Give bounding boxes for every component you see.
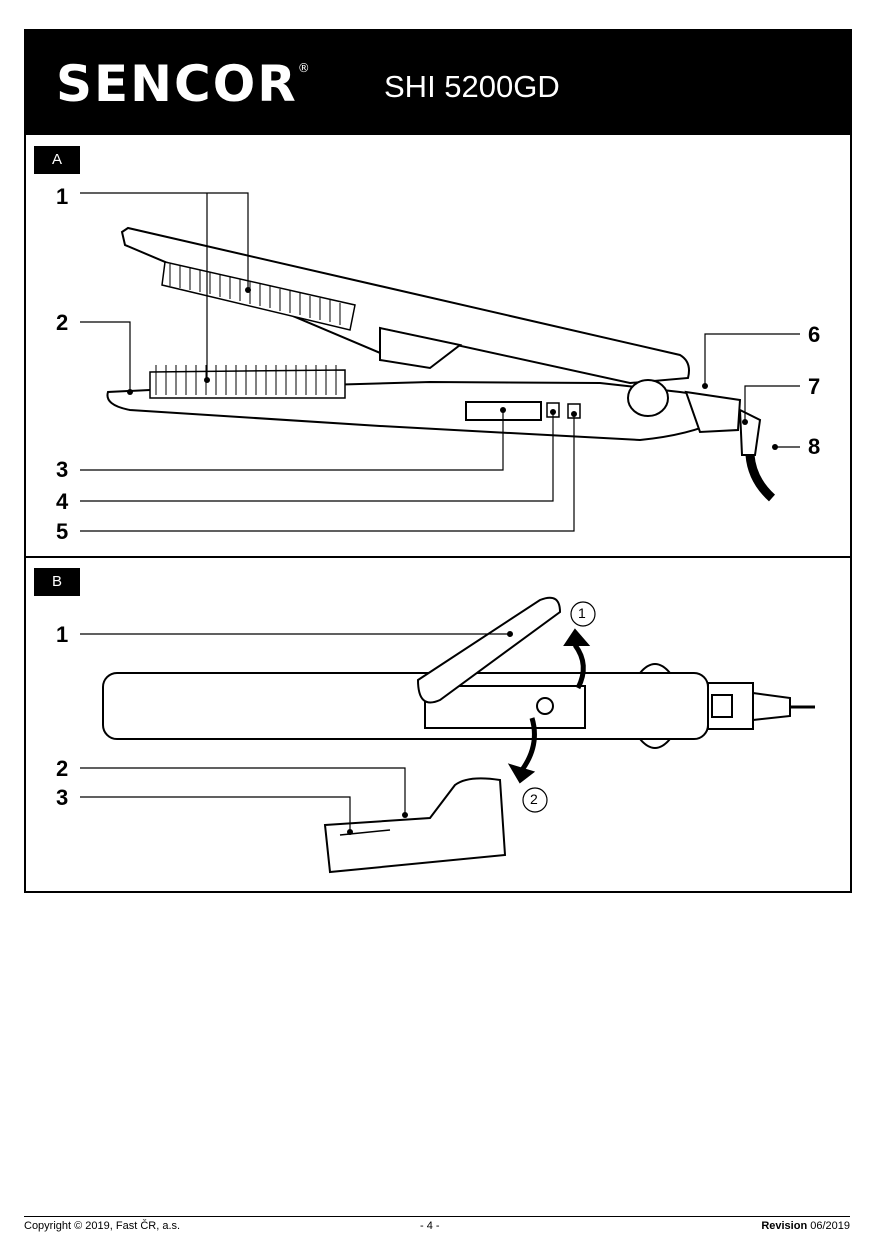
callout-a-8: 8 [808,434,821,459]
revision-date: 06/2019 [810,1220,850,1232]
section-divider [26,556,850,558]
callout-a-3: 3 [56,457,69,482]
footer-revision: Revision 06/2019 [761,1220,850,1232]
footer-copyright: Copyright © 2019, Fast ČR, a.s. [24,1220,181,1232]
callout-lines-b [80,633,510,832]
hinge-block [379,326,463,370]
cord-handle [684,390,742,434]
footer-page-number: - 4 - [420,1220,440,1232]
callout-b-3: 3 [56,785,69,810]
callout-a-1: 1 [56,184,69,209]
section-b-label: B [34,568,80,596]
model-name: SHI 5200GD [384,69,560,104]
callout-b-1: 1 [56,622,69,647]
callout-a-7: 7 [808,374,821,399]
compartment [424,685,586,729]
footer-rule [24,1216,850,1217]
brand-name: SENCOR [56,55,298,113]
arrow-down [519,717,537,772]
callout-a-6: 6 [808,322,821,347]
swivel-ring [627,379,669,417]
callout-a-4: 4 [56,489,69,514]
figure-frame: SENCOR® SHI 5200GD A B [24,29,852,893]
revision-label: Revision [761,1220,808,1232]
step-1-circle [570,601,596,627]
cord-sleeve [738,408,762,456]
callout-b-2: 2 [56,756,69,781]
arrow-up [572,643,586,690]
callout-a-2: 2 [56,310,69,335]
section-a-label: A [34,146,80,174]
step-1-number: 1 [578,605,586,621]
removed-tank [323,777,507,874]
straightener-top-view [102,672,709,740]
callout-lines-a [80,192,800,532]
brand-logo: SENCOR® [56,55,312,113]
step-2-circle [522,787,548,813]
registered-mark: ® [297,61,312,75]
power-cord [745,454,776,502]
lifted-cover [416,596,562,704]
page-header: SENCOR® SHI 5200GD [26,31,850,135]
step-2-number: 2 [530,791,538,807]
callout-a-5: 5 [56,519,69,544]
